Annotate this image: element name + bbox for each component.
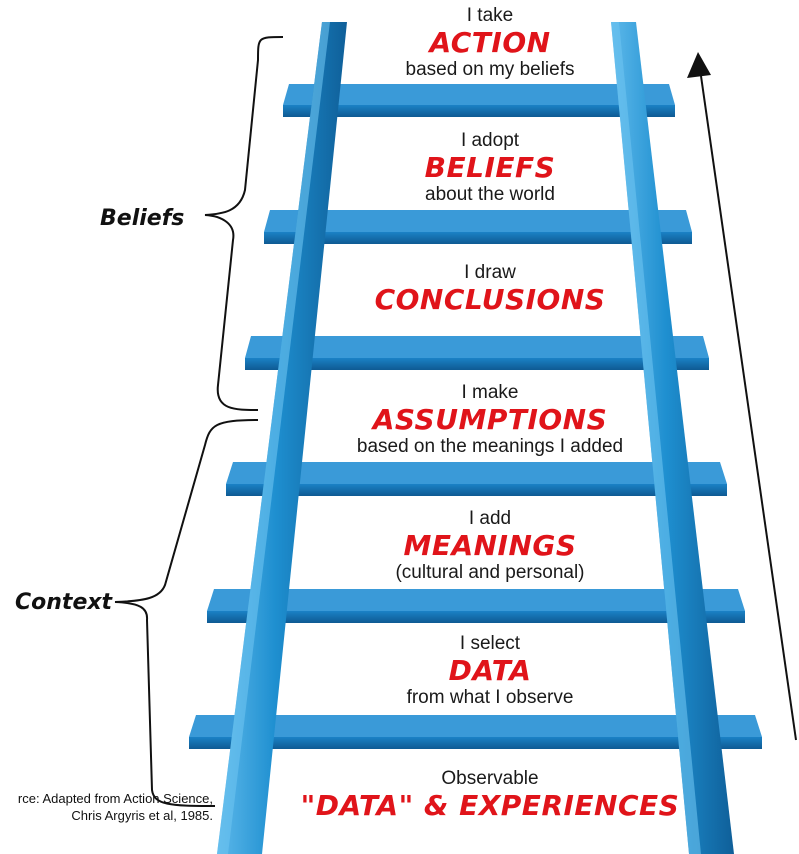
step-conclusions: I draw CONCLUSIONS bbox=[300, 262, 680, 316]
context-label-text: Context bbox=[15, 590, 113, 615]
step-data-top: I select bbox=[459, 633, 521, 654]
step-data-keyword: DATA bbox=[448, 654, 532, 687]
ladder-rungs bbox=[189, 84, 762, 749]
right-rail-edge bbox=[611, 22, 701, 854]
step-meanings-top: I add bbox=[468, 508, 512, 529]
step-beliefs: I adopt BELIEFS about the world bbox=[300, 130, 680, 206]
beliefs-label: Beliefs bbox=[100, 206, 184, 231]
step-assumptions-top: I make bbox=[461, 382, 519, 403]
step-assumptions-keyword: ASSUMPTIONS bbox=[372, 403, 608, 436]
context-label: Context bbox=[15, 590, 112, 615]
step-assumptions: I make ASSUMPTIONS based on the meanings… bbox=[300, 382, 680, 458]
upward-arrow bbox=[687, 52, 797, 741]
context-bracket bbox=[114, 419, 259, 807]
beliefs-bracket bbox=[204, 36, 284, 411]
ladder-rung bbox=[189, 715, 762, 749]
source-citation: rce: Adapted from Action Science, Chris … bbox=[0, 790, 213, 824]
ladder-rung bbox=[226, 462, 727, 496]
beliefs-label-text: Beliefs bbox=[100, 206, 185, 231]
step-action-keyword: ACTION bbox=[429, 26, 551, 59]
ladder-rung bbox=[264, 210, 692, 244]
ladder-rails bbox=[217, 22, 734, 854]
source-line-1: rce: Adapted from Action Science, bbox=[17, 791, 213, 806]
step-assumptions-bottom: based on the meanings I added bbox=[356, 436, 624, 457]
step-data: I select DATA from what I observe bbox=[300, 633, 680, 709]
step-beliefs-top: I adopt bbox=[460, 130, 520, 151]
ladder-rung bbox=[283, 84, 675, 117]
step-observable-keyword: "DATA" & EXPERIENCES bbox=[300, 789, 680, 822]
left-rail-edge bbox=[217, 22, 330, 854]
step-action: I take ACTION based on my beliefs bbox=[300, 5, 680, 81]
step-observable: Observable "DATA" & EXPERIENCES bbox=[300, 768, 680, 822]
step-conclusions-keyword: CONCLUSIONS bbox=[374, 283, 606, 316]
step-action-top: I take bbox=[466, 5, 514, 26]
arrow-head-icon bbox=[687, 52, 711, 78]
source-line-2: Chris Argyris et al, 1985. bbox=[71, 808, 213, 823]
step-action-bottom: based on my beliefs bbox=[405, 59, 575, 80]
ladder-rung bbox=[207, 589, 745, 623]
right-rail bbox=[611, 22, 734, 854]
step-conclusions-top: I draw bbox=[464, 262, 516, 283]
ladder-rung bbox=[245, 336, 709, 370]
step-beliefs-bottom: about the world bbox=[425, 184, 555, 205]
step-observable-top: Observable bbox=[441, 768, 539, 789]
step-meanings-keyword: MEANINGS bbox=[403, 529, 577, 562]
step-beliefs-keyword: BELIEFS bbox=[424, 151, 556, 184]
step-data-bottom: from what I observe bbox=[406, 687, 574, 708]
step-meanings: I add MEANINGS (cultural and personal) bbox=[300, 508, 680, 584]
step-meanings-bottom: (cultural and personal) bbox=[395, 562, 585, 583]
